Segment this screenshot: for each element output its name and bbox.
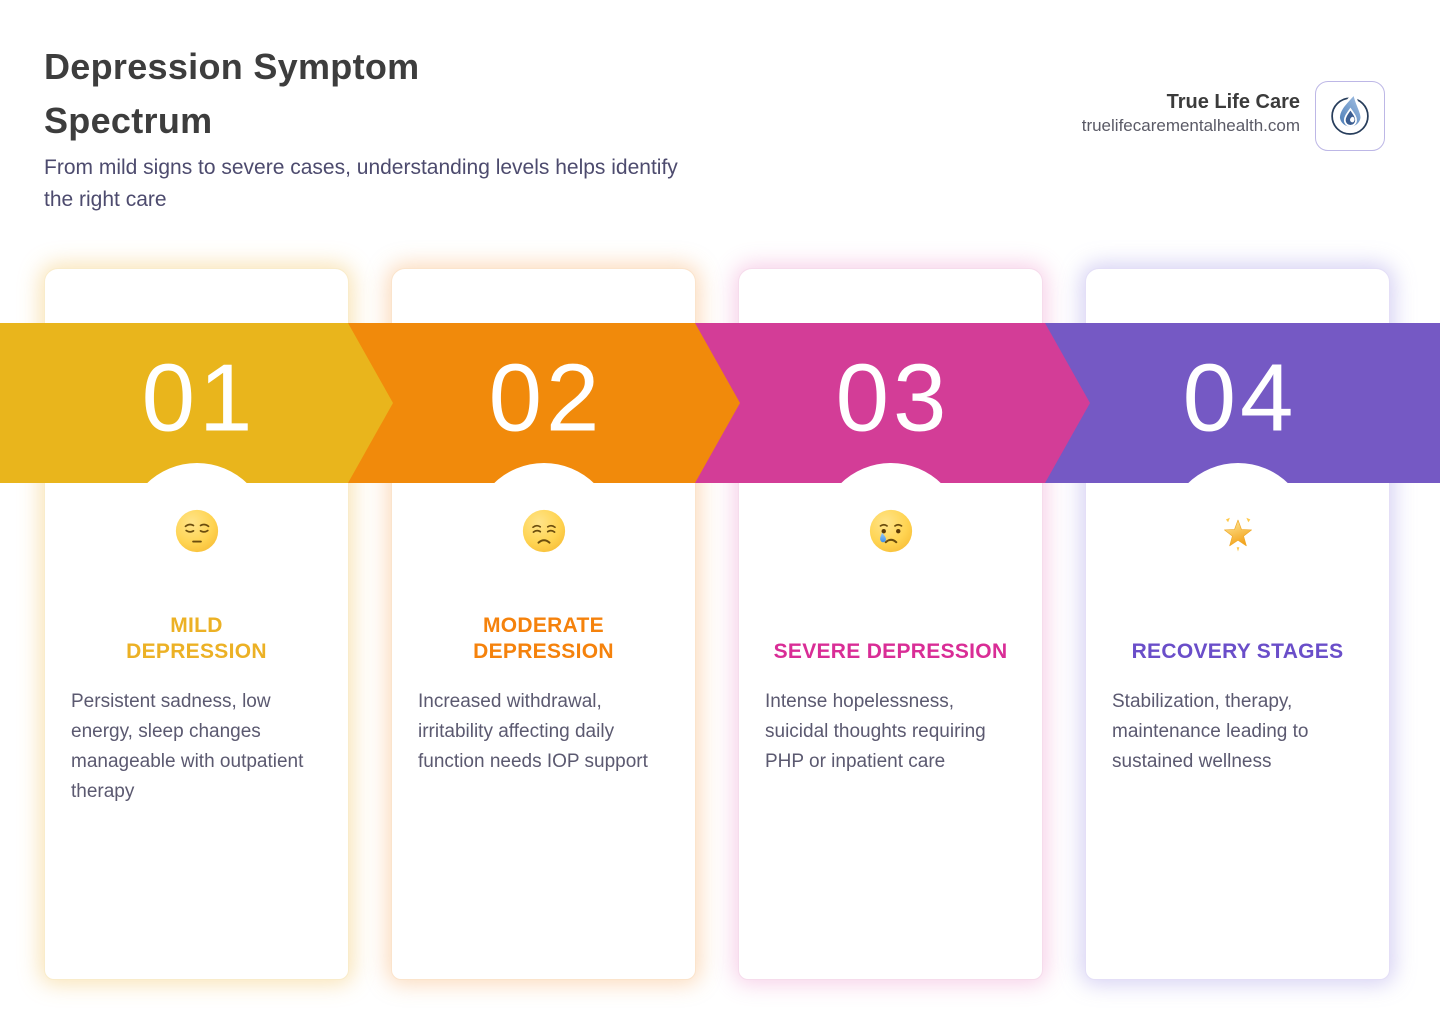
disappointed-face-emoji-icon — [522, 509, 566, 553]
stage-description: Persistent sadness, low energy, sleep ch… — [71, 691, 304, 802]
stage-chevron-banner: 01 02 03 04 — [0, 323, 1440, 483]
chevron-segment-3 — [695, 323, 1090, 483]
stage-number: 01 — [141, 344, 257, 452]
stage-title: MILD DEPRESSION — [69, 601, 324, 665]
water-drop-flame-logo-icon — [1324, 88, 1376, 145]
stage-title-text: RECOVERY STAGES — [1131, 640, 1344, 663]
stage-number: 02 — [488, 344, 604, 452]
brand-name: True Life Care — [1166, 91, 1300, 113]
brand-website: truelifecarementalhealth.com — [1081, 116, 1300, 135]
crying-face-emoji-icon — [869, 509, 913, 553]
stage-title: RECOVERY STAGES — [1110, 601, 1365, 665]
stage-title-text: SEVERE DEPRESSION — [773, 640, 1008, 663]
brand-logo — [1315, 81, 1385, 151]
chevron-segment-4 — [1042, 323, 1440, 483]
stage-title: MODERATE DEPRESSION — [416, 601, 671, 665]
page-title-line2: Spectrum — [44, 100, 213, 141]
stage-title-text: MODERATE DEPRESSION — [473, 614, 614, 663]
page-title: Depression Symptom Spectrum — [44, 40, 420, 148]
page-subtitle: From mild signs to severe cases, underst… — [44, 156, 678, 211]
stage-number: 03 — [835, 344, 951, 452]
pensive-face-emoji-icon — [175, 509, 219, 553]
stage-description: Intense hopelessness, suicidal thoughts … — [765, 691, 986, 772]
stage-title-text: MILD DEPRESSION — [126, 614, 267, 663]
glowing-star-emoji-icon — [1216, 509, 1260, 553]
chevron-segment-1 — [0, 323, 393, 483]
stage-description: Increased withdrawal, irritability affec… — [418, 691, 648, 772]
stage-number: 04 — [1182, 344, 1298, 452]
page-title-line1: Depression Symptom — [44, 46, 420, 87]
stage-title: SEVERE DEPRESSION — [763, 601, 1018, 665]
chevron-segment-2 — [348, 323, 740, 483]
brand-block: True Life Care truelifecarementalhealth.… — [1082, 90, 1300, 138]
stage-description: Stabilization, therapy, maintenance lead… — [1112, 691, 1309, 772]
